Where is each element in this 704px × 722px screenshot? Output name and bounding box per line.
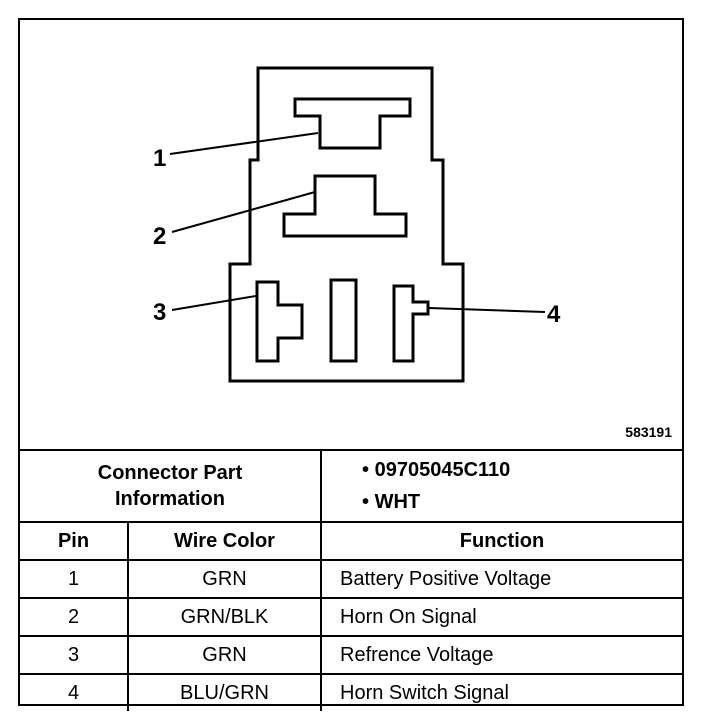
bullet: •	[362, 459, 370, 481]
part-number: 09705045C110	[374, 459, 511, 481]
table-header-row: Pin Wire Color Function	[20, 521, 682, 561]
function-cell: Battery Positive Voltage	[320, 559, 682, 599]
connector-diagram: 1 2 3 4 583191	[20, 20, 682, 449]
connector-info-row: Connector Part Information • 09705045C11…	[20, 449, 682, 523]
table-row: 4 BLU/GRN Horn Switch Signal	[20, 673, 682, 711]
function-cell: Horn On Signal	[320, 597, 682, 637]
table-row: 2 GRN/BLK Horn On Signal	[20, 597, 682, 637]
pin-cell: 4	[20, 673, 129, 711]
connector-housing-outline	[228, 66, 465, 383]
part-number-item: • 09705045C110	[362, 454, 682, 486]
leader-line-1	[169, 132, 319, 155]
pin-label-2: 2	[153, 223, 166, 250]
cavity-3	[255, 280, 304, 363]
cavity-4	[392, 284, 430, 363]
table-row: 3 GRN Refrence Voltage	[20, 635, 682, 675]
wire-color-cell: GRN	[127, 559, 322, 599]
connector-table: Connector Part Information • 09705045C11…	[20, 449, 682, 711]
connector-frame: 1 2 3 4 583191 Connector Part Informatio…	[18, 18, 684, 711]
bullet: •	[362, 491, 370, 513]
pin-label-4: 4	[547, 301, 561, 328]
header-function: Function	[320, 521, 682, 561]
cavity-2	[282, 174, 408, 238]
figure-id: 583191	[625, 424, 672, 440]
connector-color-item: • WHT	[362, 486, 682, 518]
connector-part-info-values: • 09705045C110 • WHT	[320, 449, 682, 523]
pin-cell: 1	[20, 559, 129, 599]
function-cell: Refrence Voltage	[320, 635, 682, 675]
header-pin: Pin	[20, 521, 129, 561]
header-wire-color: Wire Color	[127, 521, 322, 561]
wire-color-cell: BLU/GRN	[127, 673, 322, 711]
function-cell: Horn Switch Signal	[320, 673, 682, 711]
center-slot	[329, 278, 358, 363]
connector-part-info-line2: Information	[115, 488, 225, 510]
pin-label-3: 3	[153, 299, 166, 326]
pin-cell: 2	[20, 597, 129, 637]
leader-line-2	[171, 191, 316, 233]
wire-color-cell: GRN	[127, 635, 322, 675]
connector-color: WHT	[374, 491, 421, 513]
leader-line-4	[428, 307, 546, 313]
leader-line-3	[171, 295, 257, 311]
wire-color-cell: GRN/BLK	[127, 597, 322, 637]
connector-part-info-line1: Connector Part	[97, 462, 243, 484]
connector-part-info-label: Connector Part Information	[20, 449, 322, 523]
connector-face-drawing: 1 2 3 4	[153, 66, 561, 383]
table-row: 1 GRN Battery Positive Voltage	[20, 559, 682, 599]
cavity-1	[293, 97, 412, 150]
pin-cell: 3	[20, 635, 129, 675]
pin-label-1: 1	[153, 145, 166, 172]
